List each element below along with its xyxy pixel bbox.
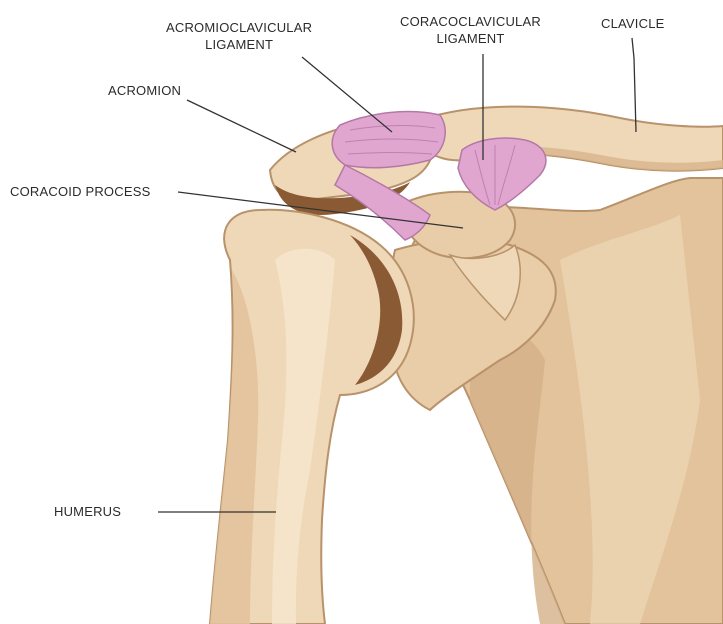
leader-acromioclavicular xyxy=(302,57,392,132)
label-humerus: HUMERUS xyxy=(54,503,121,520)
label-coracoclavicular-line2: LIGAMENT xyxy=(400,30,541,47)
label-coracoclavicular-ligament: CORACOCLAVICULAR LIGAMENT xyxy=(400,13,541,47)
leader-clavicle xyxy=(632,38,636,132)
leader-acromion xyxy=(187,100,296,152)
acromioclavicular-ligament xyxy=(332,112,445,168)
label-acromioclavicular-line1: ACROMIOCLAVICULAR xyxy=(166,19,312,36)
label-acromioclavicular-line2: LIGAMENT xyxy=(166,36,312,53)
label-acromion: ACROMION xyxy=(108,82,181,99)
label-clavicle: CLAVICLE xyxy=(601,15,665,32)
label-coracoclavicular-line1: CORACOCLAVICULAR xyxy=(400,13,541,30)
label-acromioclavicular-ligament: ACROMIOCLAVICULAR LIGAMENT xyxy=(166,19,312,53)
label-coracoid-process: CORACOID PROCESS xyxy=(10,183,150,200)
